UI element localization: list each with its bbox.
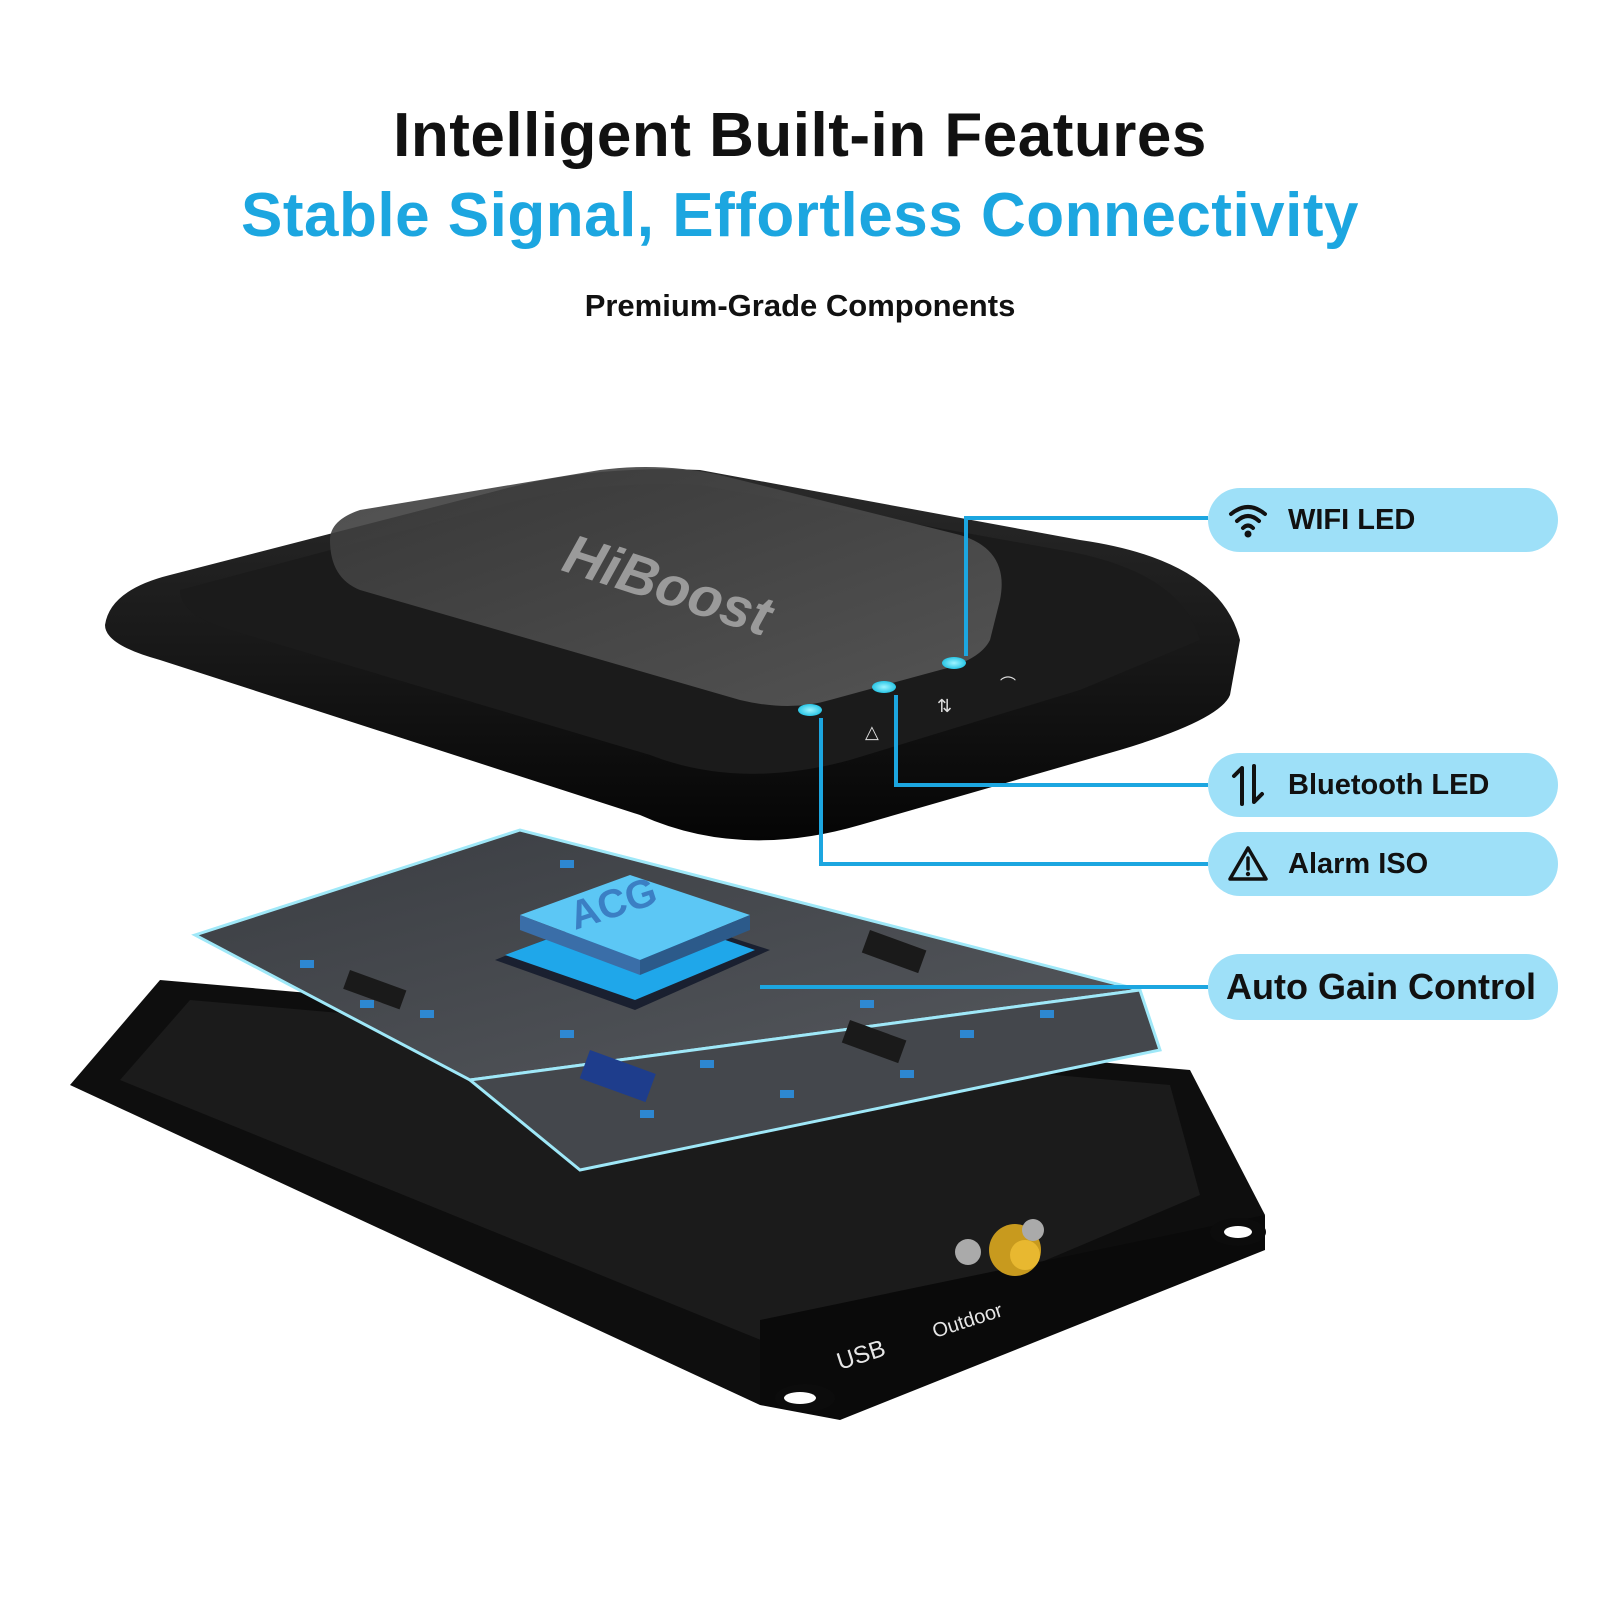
alarm-leader-vertical: [819, 718, 823, 866]
svg-text:⌒: ⌒: [1000, 675, 1016, 694]
callout-label: Bluetooth LED: [1288, 768, 1490, 801]
callout-auto-gain-control: Auto Gain Control: [1208, 954, 1558, 1020]
alarm-leader-horizontal: [819, 862, 1208, 866]
warning-triangle-icon: [1226, 842, 1270, 886]
callout-wifi-led: WIFI LED: [1208, 488, 1558, 552]
callout-label: Auto Gain Control: [1226, 966, 1536, 1007]
alarm-led: [798, 704, 822, 716]
callout-alarm-iso: Alarm ISO: [1208, 832, 1558, 896]
callout-label: WIFI LED: [1288, 503, 1416, 536]
wifi-leader-vertical: [964, 516, 968, 656]
wifi-led: [942, 657, 966, 669]
bluetooth-leader-horizontal: [894, 783, 1208, 787]
callout-bluetooth-led: Bluetooth LED: [1208, 753, 1558, 817]
svg-text:⇅: ⇅: [937, 696, 952, 717]
page-title: Intelligent Built-in Features: [393, 101, 1207, 170]
device-lid: HiBoost ⌒ ⇅ △: [105, 466, 1240, 841]
up-down-arrows-icon: [1226, 763, 1270, 807]
bluetooth-leader-vertical: [894, 695, 898, 787]
page-subtitle: Stable Signal, Effortless Connectivity: [240, 181, 1360, 250]
agc-leader-horizontal: [760, 985, 1208, 989]
bluetooth-led: [872, 681, 896, 693]
tagline: Premium-Grade Components: [584, 288, 1016, 323]
callout-label: Alarm ISO: [1288, 847, 1429, 880]
acg-chip: ACG: [495, 869, 770, 1010]
wifi-icon: [1226, 498, 1270, 542]
wifi-leader-horizontal: [964, 516, 1208, 520]
svg-text:△: △: [865, 722, 879, 743]
